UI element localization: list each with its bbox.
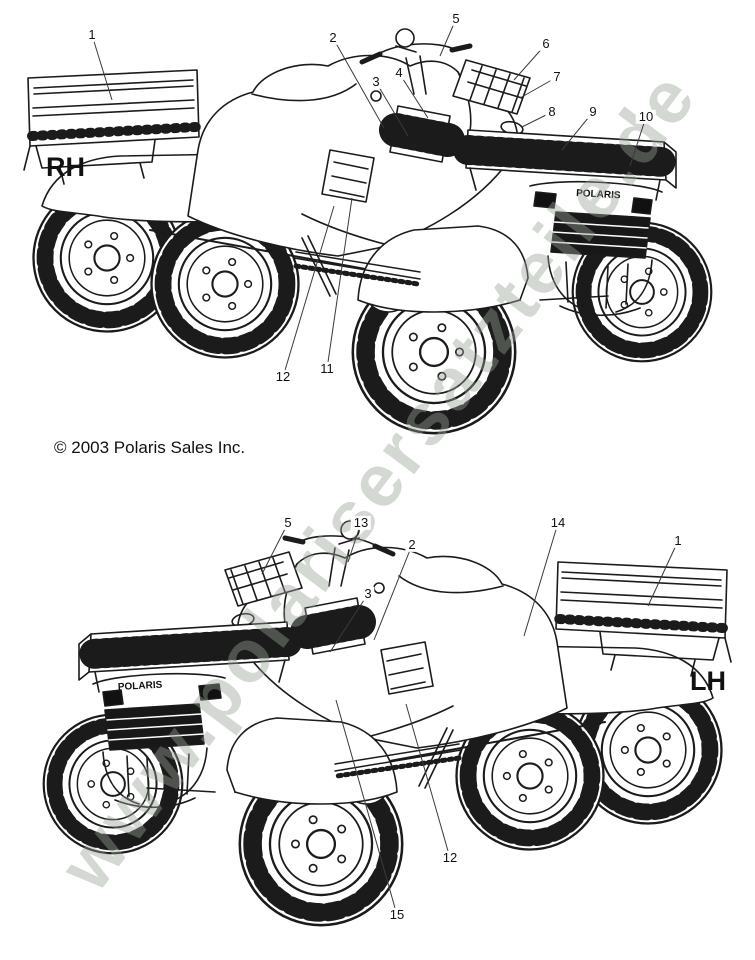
rh-view-label: RH — [46, 152, 85, 182]
lh-atv-illustration: POLARIS — [44, 521, 731, 925]
rh-atv-illustration: POLARIS — [24, 29, 711, 433]
copyright-text: © 2003 Polaris Sales Inc. — [54, 438, 246, 457]
polaris-badge-rh: POLARIS — [576, 188, 621, 201]
lh-view-label: LH — [690, 666, 726, 696]
polaris-badge-lh: POLARIS — [118, 680, 163, 693]
